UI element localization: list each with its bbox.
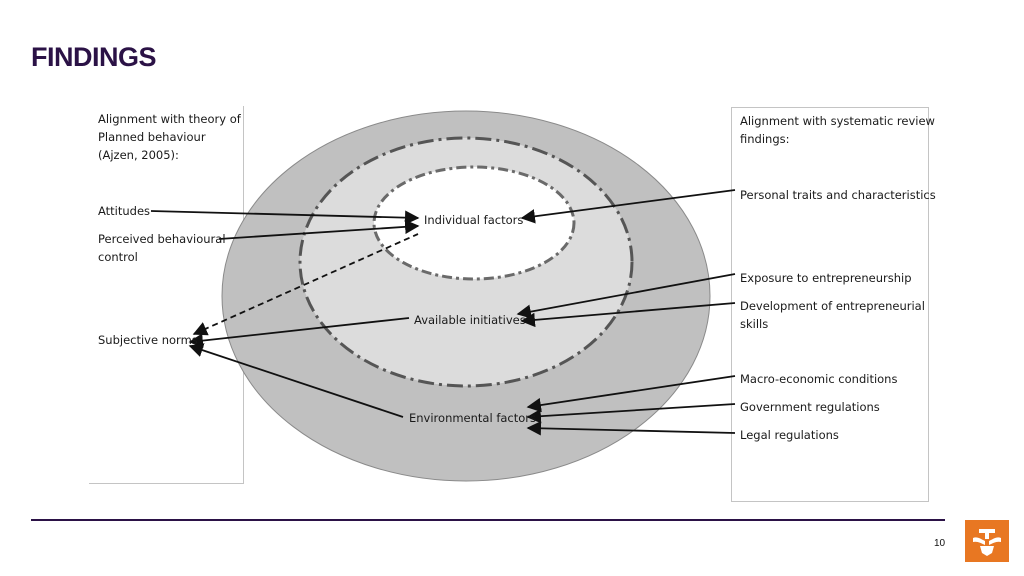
slide-title: FINDINGS <box>31 42 157 72</box>
arrow-subjective-norms-dashed <box>192 233 419 336</box>
page-number: 10 <box>934 538 946 549</box>
label-government-regulations: Government regulations <box>740 400 880 414</box>
left-panel-ajzen <box>89 106 244 484</box>
arrow-personal-traits <box>520 189 736 224</box>
label-skills-line-2: skills <box>740 317 769 331</box>
left-heading-line-1: Alignment with theory of <box>98 112 241 126</box>
arrow-legal <box>526 421 736 436</box>
label-personal-traits: Personal traits and characteristics <box>740 188 936 202</box>
arrow-norms-initiatives <box>188 317 410 348</box>
arrow-exposure <box>516 273 736 319</box>
arrow-macro <box>526 375 736 413</box>
label-available-initiatives: Available initiatives <box>414 313 526 327</box>
left-heading-line-2: Planned behaviour <box>98 130 206 144</box>
label-exposure: Exposure to entrepreneurship <box>740 271 912 285</box>
arrow-norms-environmental <box>188 343 404 418</box>
label-skills-line-1: Development of entrepreneurial <box>740 299 925 313</box>
right-heading-line-1: Alignment with systematic review <box>740 114 935 128</box>
arrow-skills <box>520 302 736 328</box>
label-individual-factors: Individual factors <box>424 213 524 227</box>
label-legal-regulations: Legal regulations <box>740 428 839 442</box>
label-environmental-factors: Environmental factors <box>409 411 537 425</box>
inner-ellipse-individual <box>372 165 576 281</box>
label-subjective-norms: Subjective norms <box>98 333 198 347</box>
label-perceived-line-1: Perceived behavioural <box>98 232 226 246</box>
arrow-perceived-control <box>218 219 420 240</box>
right-heading-line-2: findings: <box>740 132 790 146</box>
label-perceived-line-2: control <box>98 250 138 264</box>
footer-rule <box>31 519 945 521</box>
label-attitudes: Attitudes <box>98 204 151 218</box>
label-macro-economic: Macro-economic conditions <box>740 372 898 386</box>
right-panel-review <box>731 107 929 502</box>
university-logo-icon <box>965 520 1009 562</box>
arrow-government <box>526 403 736 424</box>
left-heading-line-3: (Ajzen, 2005): <box>98 148 179 162</box>
arrow-attitudes <box>150 210 420 225</box>
